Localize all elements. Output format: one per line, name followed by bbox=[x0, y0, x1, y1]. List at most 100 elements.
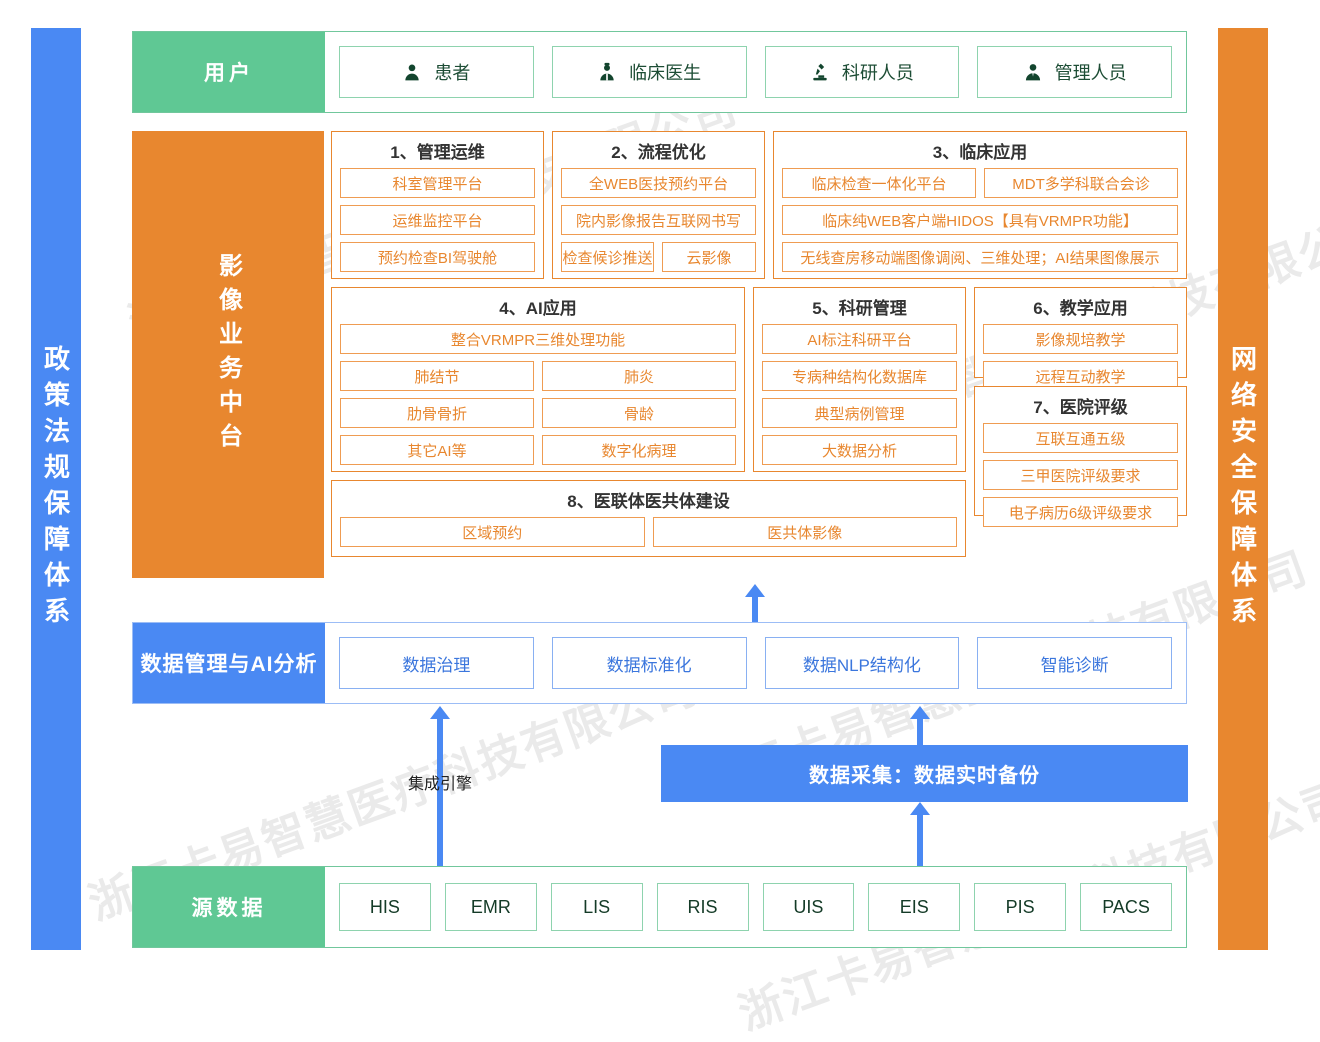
group-row: 互联互通五级 bbox=[983, 423, 1178, 453]
group-row: AI标注科研平台 bbox=[762, 324, 957, 354]
user-chip-clinician[interactable]: 临床医生 bbox=[551, 46, 747, 98]
group-row: 大数据分析 bbox=[762, 435, 957, 465]
module-cell[interactable]: 肺炎 bbox=[542, 361, 736, 391]
module-cell[interactable]: AI标注科研平台 bbox=[762, 324, 957, 354]
user-chip-label: 患者 bbox=[434, 63, 471, 83]
group-title: 4、AI应用 bbox=[499, 299, 577, 318]
user-layer-label: 用户 bbox=[133, 32, 325, 112]
source-data-chip-list: HIS EMR LIS RIS UIS EIS PIS PACS bbox=[325, 867, 1186, 947]
module-cell[interactable]: 全WEB医技预约平台 bbox=[561, 168, 756, 198]
source-chip-uis[interactable]: UIS bbox=[762, 883, 855, 931]
module-cell[interactable]: 临床纯WEB客户端HIDOS【具有VRMPR功能】 bbox=[782, 205, 1178, 235]
module-cell[interactable]: 骨龄 bbox=[542, 398, 736, 428]
user-layer: 用户 患者 临床医生 科研人员 bbox=[132, 31, 1187, 113]
source-data-label: 源数据 bbox=[133, 867, 325, 947]
group-row: 运维监控平台 bbox=[340, 205, 535, 235]
group-row: 全WEB医技预约平台 bbox=[561, 168, 756, 198]
manager-icon bbox=[1023, 62, 1043, 82]
module-cell[interactable]: 三甲医院评级要求 bbox=[983, 460, 1178, 490]
data-collection-box: 数据采集：数据实时备份 bbox=[661, 745, 1188, 802]
group-row: 整合VRMPR三维处理功能 bbox=[340, 324, 736, 354]
group-row: 检查候诊推送 云影像 bbox=[561, 242, 756, 272]
diagram-canvas: 浙江卡易智慧医疗科技有限公司 浙江卡易智慧医疗科技有限公司 浙江卡易智慧医疗科技… bbox=[31, 28, 1320, 1039]
module-cell[interactable]: 运维监控平台 bbox=[340, 205, 535, 235]
user-chip-administrator[interactable]: 管理人员 bbox=[977, 46, 1172, 98]
module-cell[interactable]: 数字化病理 bbox=[542, 435, 736, 465]
microscope-icon bbox=[810, 62, 830, 82]
arrow-datamgmt-to-platform bbox=[745, 584, 765, 622]
group-teaching-application: 6、教学应用 影像规培教学 远程互动教学 bbox=[974, 287, 1187, 391]
module-cell[interactable]: 影像规培教学 bbox=[983, 324, 1178, 354]
group-medical-consortium: 8、医联体医共体建设 区域预约 医共体影像 bbox=[331, 480, 966, 557]
group-row: 典型病例管理 bbox=[762, 398, 957, 428]
group-ai-application: 4、AI应用 整合VRMPR三维处理功能 肺结节 肺炎 肋骨骨折 骨龄 其它AI… bbox=[331, 287, 745, 472]
source-chip-pis[interactable]: PIS bbox=[974, 883, 1067, 931]
integration-engine-label: 集成引擎 bbox=[407, 776, 472, 793]
source-chip-ris[interactable]: RIS bbox=[656, 883, 749, 931]
dm-chip-standardization[interactable]: 数据标准化 bbox=[551, 637, 747, 689]
module-cell[interactable]: MDT多学科联合会诊 bbox=[984, 168, 1178, 198]
imaging-platform-groups: 1、管理运维 科室管理平台 运维监控平台 预约检查BI驾驶舱 2、流程优化 全W… bbox=[331, 131, 1187, 578]
patient-icon bbox=[402, 62, 422, 82]
module-cell[interactable]: 医共体影像 bbox=[652, 517, 957, 547]
group-management-ops: 1、管理运维 科室管理平台 运维监控平台 预约检查BI驾驶舱 bbox=[331, 131, 544, 279]
user-chip-patient[interactable]: 患者 bbox=[339, 46, 534, 98]
group-row: 肋骨骨折 骨龄 bbox=[340, 398, 736, 428]
group-title: 7、医院评级 bbox=[1033, 398, 1128, 417]
pillar-security-right: 网络安全保障体系 bbox=[1218, 28, 1268, 950]
source-data-layer: 源数据 HIS EMR LIS RIS UIS EIS PIS PACS bbox=[132, 866, 1187, 948]
module-cell[interactable]: 肺结节 bbox=[340, 361, 534, 391]
group-title: 8、医联体医共体建设 bbox=[567, 492, 730, 511]
group-row: 肺结节 肺炎 bbox=[340, 361, 736, 391]
source-chip-pacs[interactable]: PACS bbox=[1080, 883, 1172, 931]
module-cell[interactable]: 整合VRMPR三维处理功能 bbox=[340, 324, 736, 354]
source-chip-emr[interactable]: EMR bbox=[444, 883, 537, 931]
dm-chip-nlp[interactable]: 数据NLP结构化 bbox=[764, 637, 960, 689]
group-process-optimization: 2、流程优化 全WEB医技预约平台 院内影像报告互联网书写 检查候诊推送 云影像 bbox=[552, 131, 765, 279]
arrow-integration-engine bbox=[430, 706, 450, 866]
group-title: 2、流程优化 bbox=[611, 143, 706, 162]
user-chip-label: 临床医生 bbox=[629, 63, 702, 83]
pillar-policy-left: 政策法规保障体系 bbox=[31, 28, 81, 950]
module-cell[interactable]: 典型病例管理 bbox=[762, 398, 957, 428]
arrow-source-to-collect bbox=[910, 802, 930, 866]
group-row: 院内影像报告互联网书写 bbox=[561, 205, 756, 235]
data-management-chip-list: 数据治理 数据标准化 数据NLP结构化 智能诊断 bbox=[325, 623, 1186, 703]
user-chip-list: 患者 临床医生 科研人员 管理人员 bbox=[325, 32, 1186, 112]
doctor-icon bbox=[597, 62, 617, 82]
arrow-collect-to-datamgmt bbox=[910, 706, 930, 748]
dm-chip-smart-diagnosis[interactable]: 智能诊断 bbox=[977, 637, 1172, 689]
source-chip-eis[interactable]: EIS bbox=[868, 883, 961, 931]
module-cell[interactable]: 大数据分析 bbox=[762, 435, 957, 465]
module-cell[interactable]: 肋骨骨折 bbox=[340, 398, 534, 428]
group-hospital-rating: 7、医院评级 互联互通五级 三甲医院评级要求 电子病历6级评级要求 bbox=[974, 386, 1187, 527]
user-chip-researcher[interactable]: 科研人员 bbox=[764, 46, 960, 98]
group-row: 电子病历6级评级要求 bbox=[983, 497, 1178, 527]
module-cell[interactable]: 电子病历6级评级要求 bbox=[983, 497, 1178, 527]
module-cell[interactable]: 临床检查一体化平台 bbox=[782, 168, 976, 198]
group-row: 预约检查BI驾驶舱 bbox=[340, 242, 535, 272]
user-chip-label: 科研人员 bbox=[841, 63, 914, 83]
group-row: 区域预约 医共体影像 bbox=[340, 517, 957, 547]
group-row: 其它AI等 数字化病理 bbox=[340, 435, 736, 465]
module-cell[interactable]: 检查候诊推送 bbox=[561, 242, 654, 272]
module-cell[interactable]: 互联互通五级 bbox=[983, 423, 1178, 453]
module-cell[interactable]: 云影像 bbox=[662, 242, 756, 272]
module-cell[interactable]: 区域预约 bbox=[340, 517, 645, 547]
module-cell[interactable]: 专病种结构化数据库 bbox=[762, 361, 957, 391]
module-cell[interactable]: 预约检查BI驾驶舱 bbox=[340, 242, 535, 272]
module-cell[interactable]: 其它AI等 bbox=[340, 435, 534, 465]
group-row: 科室管理平台 bbox=[340, 168, 535, 198]
module-cell[interactable]: 院内影像报告互联网书写 bbox=[561, 205, 756, 235]
imaging-platform-label: 影像业务中台 bbox=[132, 131, 324, 578]
module-cell[interactable]: 科室管理平台 bbox=[340, 168, 535, 198]
dm-chip-governance[interactable]: 数据治理 bbox=[339, 637, 534, 689]
user-chip-label: 管理人员 bbox=[1054, 63, 1127, 83]
group-clinical-application: 3、临床应用 临床检查一体化平台 MDT多学科联合会诊 临床纯WEB客户端HID… bbox=[773, 131, 1187, 279]
group-title: 5、科研管理 bbox=[812, 299, 907, 318]
data-management-label: 数据管理与AI分析 bbox=[133, 623, 325, 703]
source-chip-lis[interactable]: LIS bbox=[550, 883, 643, 931]
module-cell[interactable]: 无线查房移动端图像调阅、三维处理；AI结果图像展示 bbox=[782, 242, 1178, 272]
group-row: 临床纯WEB客户端HIDOS【具有VRMPR功能】 bbox=[782, 205, 1178, 235]
source-chip-his[interactable]: HIS bbox=[339, 883, 431, 931]
